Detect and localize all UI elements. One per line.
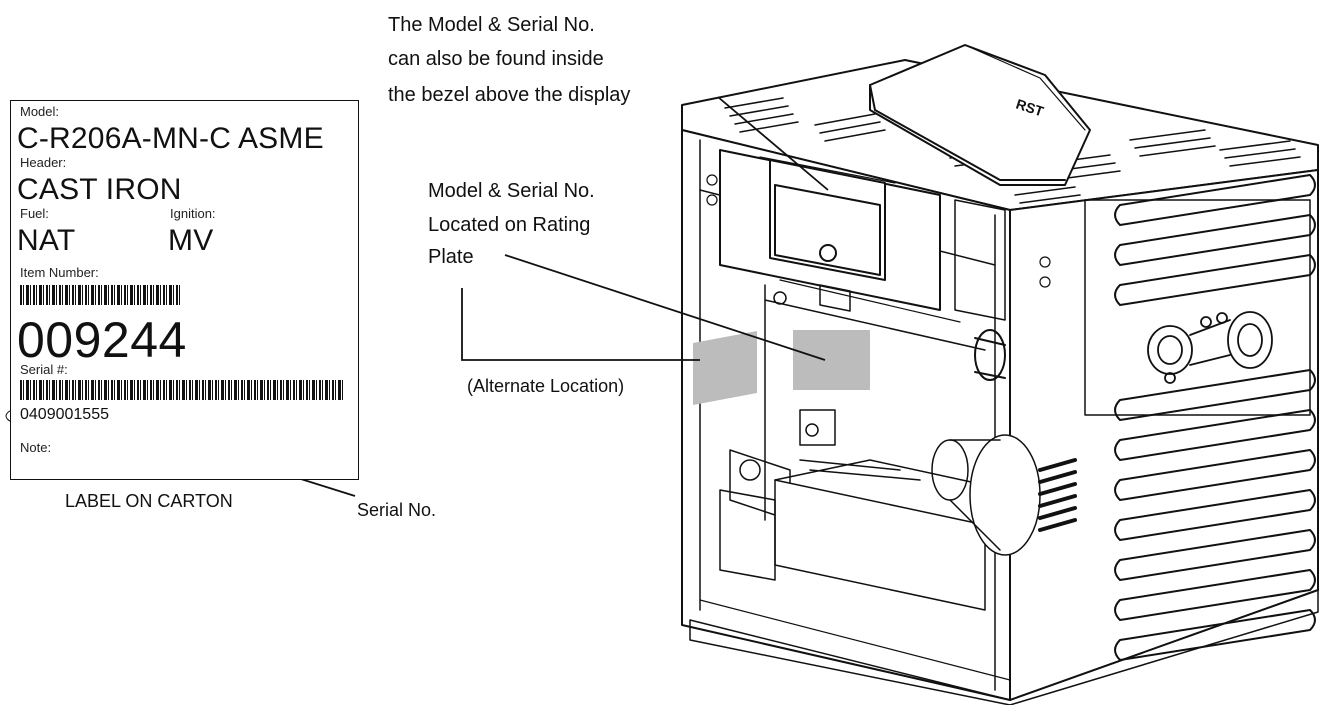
label-header-heading: Header: — [20, 155, 67, 170]
side-louvres-upper — [1084, 174, 1316, 416]
caption-bezel-line2: can also be found inside — [388, 48, 604, 70]
label-fuel-value: NAT — [17, 224, 76, 257]
rating-plate-primary — [793, 330, 870, 390]
heater-side-face — [1009, 169, 1319, 701]
caption-label-on-carton: LABEL ON CARTON — [65, 491, 233, 511]
leader-alternate — [461, 288, 700, 361]
caption-rating-line2: Located on Rating — [428, 214, 591, 236]
internal-motor-upper — [974, 329, 1006, 381]
label-ignition-value: MV — [168, 224, 214, 257]
label-item-heading: Item Number: — [20, 265, 99, 280]
label-ignition-heading: Ignition: — [170, 206, 216, 221]
side-louvres-lower — [1114, 369, 1316, 661]
label-model-value: C-R206A-MN-C ASME — [17, 122, 324, 155]
small-side-vents — [1038, 458, 1077, 532]
caption-serial-no: Serial No. — [357, 500, 437, 520]
label-note-heading: Note: — [20, 440, 52, 455]
top-vents — [724, 97, 1301, 204]
label-fuel-heading: Fuel: — [20, 206, 49, 221]
label-model-heading: Model: — [20, 104, 60, 119]
label-header-value: CAST IRON — [17, 173, 182, 206]
top-cover-cap: RST — [869, 44, 1091, 186]
leader-bezel — [717, 96, 829, 191]
water-fittings — [1147, 311, 1273, 384]
burner-tray — [719, 459, 986, 611]
caption-rating-line3: Plate — [428, 246, 474, 268]
label-serial-heading: Serial #: — [20, 362, 68, 377]
label-item-value: 009244 — [17, 312, 187, 368]
label-serial-value: 0409001555 — [20, 406, 109, 423]
rating-plate-alternate — [693, 331, 757, 405]
control-panel — [719, 149, 941, 311]
heater-base — [689, 589, 1319, 705]
caption-rating-line1: Model & Serial No. — [428, 180, 595, 202]
caption-bezel-line1: The Model & Serial No. — [388, 14, 595, 36]
item-barcode — [20, 285, 180, 305]
caption-bezel-line3: the bezel above the display — [388, 84, 631, 106]
serial-barcode — [20, 380, 343, 400]
caption-alternate-location: (Alternate Location) — [467, 376, 625, 396]
leader-rating-plate — [504, 254, 826, 361]
